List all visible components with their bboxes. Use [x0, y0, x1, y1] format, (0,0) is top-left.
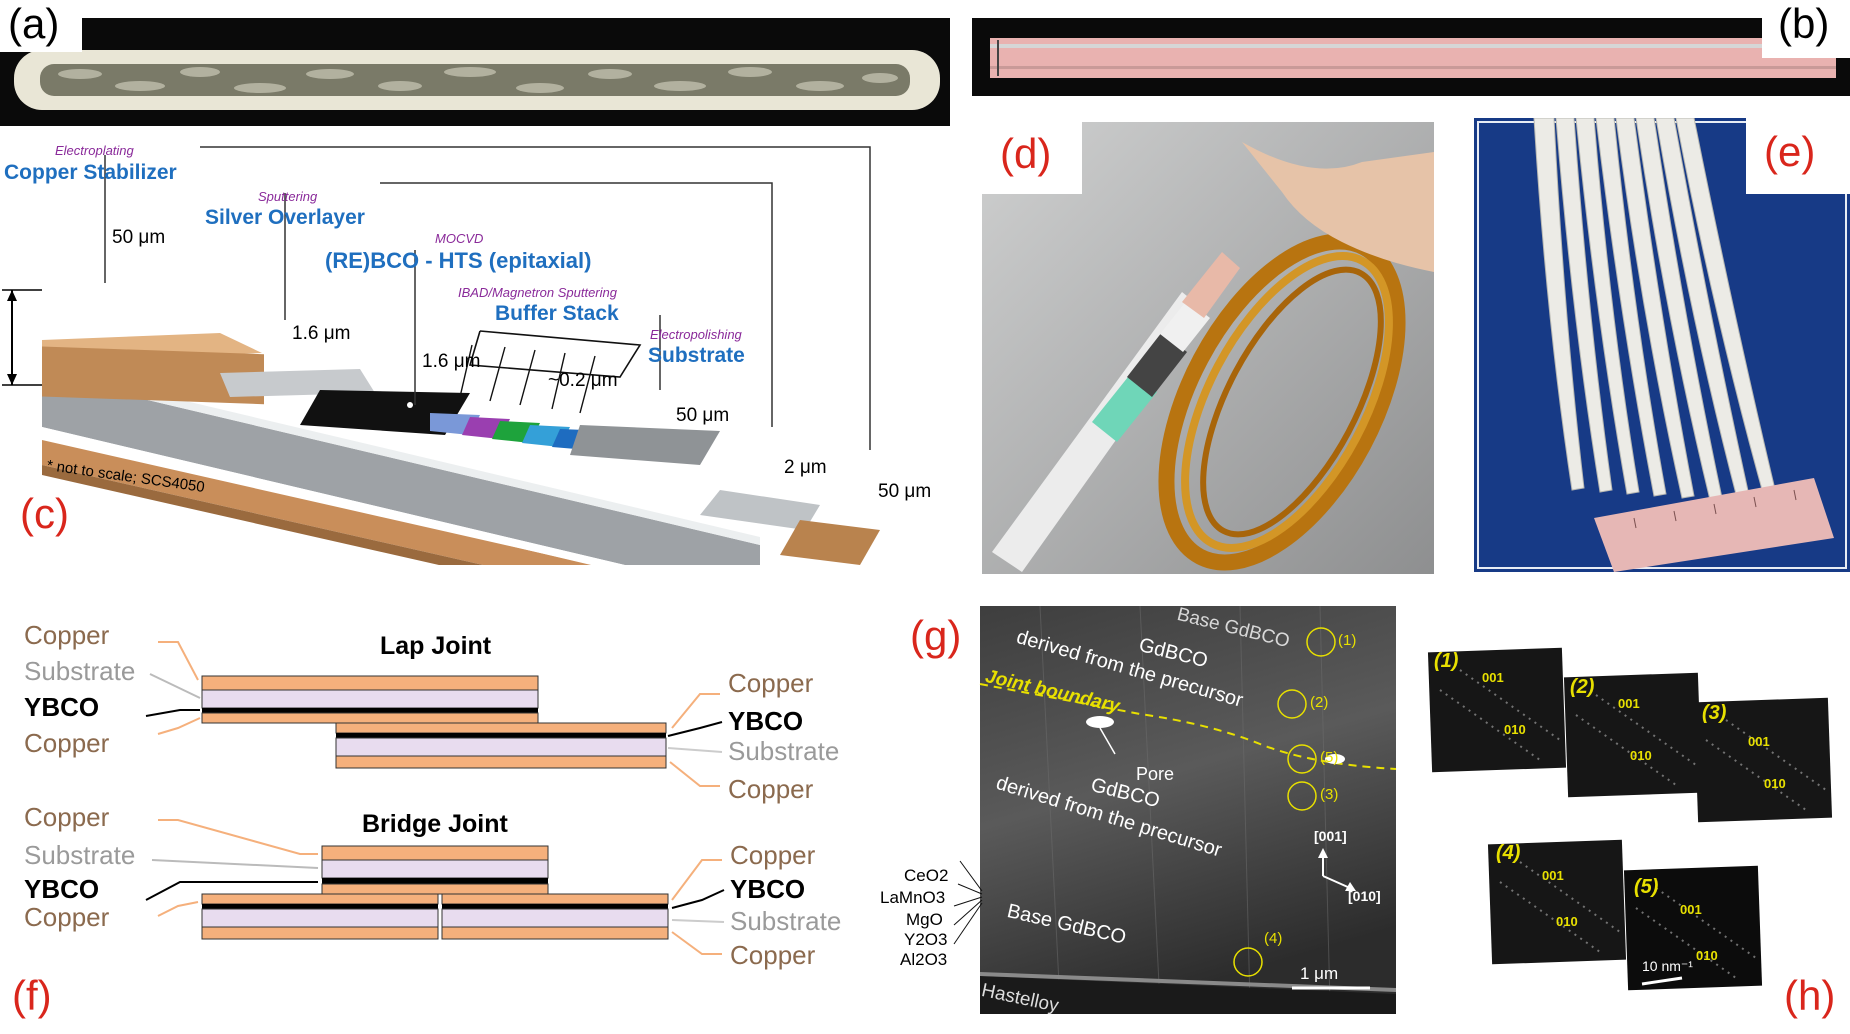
bridge-right-ybco: YBCO: [730, 874, 806, 904]
buffer-layer-ceo2: CeO2: [904, 866, 949, 885]
extra-thickness-silver-bottom: 2 μm: [784, 457, 827, 478]
bridge-right-copper-bottom: Copper: [730, 940, 816, 970]
lap-left-ybco: YBCO: [24, 692, 100, 722]
layer-method-rebco: MOCVD: [435, 231, 484, 246]
panel-label-c: (c): [20, 490, 69, 537]
layer-method-substrate: Electropolishing: [650, 327, 742, 342]
lap-joint-title: Lap Joint: [380, 632, 492, 660]
layer-thickness-substrate: 50 μm: [676, 405, 730, 426]
diffraction-scale-label: 10 nm⁻¹: [1642, 958, 1693, 974]
lap-left-copper-top: Copper: [24, 620, 110, 650]
layer-name-copper: Copper Stabilizer: [4, 161, 177, 184]
tem-image: [953, 605, 1397, 1014]
tem-point-1: (1): [1338, 632, 1357, 649]
pattern-3-b: 010: [1764, 776, 1786, 791]
panel-label-a: (a): [8, 0, 60, 47]
pattern-3-num: (3): [1702, 702, 1727, 724]
bridge-right-copper-top: Copper: [730, 840, 816, 870]
layer-thickness-buffer: ~0.2 μm: [548, 370, 618, 391]
panel-g: Base GdBCO GdBCO derived from the precur…: [880, 604, 1400, 1029]
panel-label-h: (h): [1784, 972, 1836, 1019]
layer-thickness-copper: 50 μm: [112, 227, 166, 248]
bridge-left-copper-top: Copper: [24, 802, 110, 832]
pattern-5-num: (5): [1634, 876, 1659, 898]
tem-axis-001: [001]: [1314, 828, 1347, 844]
slit-tapes-photo: [1474, 117, 1850, 572]
tem-point-3: (3): [1320, 786, 1339, 803]
lap-right-substrate: Substrate: [728, 736, 840, 766]
pattern-3-a: 001: [1748, 734, 1770, 749]
panel-f: Lap Joint Bridge Joint Copper Substrate …: [0, 610, 880, 1029]
tem-point-5: (5): [1320, 749, 1339, 766]
extra-thickness-copper-bottom: 50 μm: [878, 481, 932, 502]
panel-e: (e): [1474, 117, 1850, 572]
wire-cross-section-image: [0, 0, 950, 126]
pattern-5-b: 010: [1696, 948, 1718, 963]
bridge-right-substrate: Substrate: [730, 906, 842, 936]
joint-schematic: [145, 641, 725, 955]
pattern-4-num: (4): [1496, 842, 1521, 864]
layer-thickness-rebco: 1.6 μm: [422, 351, 481, 372]
panel-a: (a): [0, 0, 960, 128]
pattern-4-a: 001: [1542, 868, 1564, 883]
pattern-4-b: 010: [1556, 914, 1578, 929]
tem-pore: Pore: [1136, 764, 1175, 784]
buffer-layer-lamno3: LaMnO3: [880, 888, 946, 907]
pattern-1-a: 001: [1482, 670, 1504, 685]
layer-name-substrate: Substrate: [648, 344, 745, 367]
diffraction-patterns: [1427, 647, 1833, 991]
panel-label-g: (g): [910, 612, 962, 659]
panel-label-e: (e): [1764, 128, 1816, 175]
layer-method-copper: Electroplating: [55, 143, 134, 158]
tem-point-2: (2): [1310, 694, 1329, 711]
layer-name-buffer: Buffer Stack: [495, 302, 619, 325]
layer-name-rebco: (RE)BCO - HTS (epitaxial): [325, 248, 592, 273]
panel-label-b: (b): [1778, 0, 1830, 47]
tape-coil-photo: [982, 122, 1434, 574]
layer-thickness-silver: 1.6 μm: [292, 323, 351, 344]
panel-d: (d): [982, 122, 1434, 574]
bridge-joint-title: Bridge Joint: [362, 810, 508, 838]
bridge-left-copper-bottom: Copper: [24, 902, 110, 932]
coated-conductor-diagram: [2, 146, 880, 665]
layer-method-silver: Sputtering: [258, 189, 318, 204]
buffer-layer-y2o3: Y2O3: [904, 930, 948, 949]
pattern-1-b: 010: [1504, 722, 1526, 737]
panel-label-f: (f): [12, 972, 52, 1019]
pattern-2-b: 010: [1630, 748, 1652, 763]
lap-right-copper-bottom: Copper: [728, 774, 814, 804]
bridge-left-ybco: YBCO: [24, 874, 100, 904]
tem-scale-label: 1 μm: [1300, 964, 1339, 983]
lap-right-copper-top: Copper: [728, 668, 814, 698]
buffer-layer-mgo: MgO: [906, 910, 943, 929]
tem-point-4: (4): [1264, 930, 1283, 947]
panel-b: (b): [968, 0, 1850, 100]
bridge-left-substrate: Substrate: [24, 840, 136, 870]
pattern-2-a: 001: [1618, 696, 1640, 711]
layer-name-silver: Silver Overlayer: [205, 206, 365, 229]
pattern-2-num: (2): [1570, 676, 1595, 698]
lap-right-ybco: YBCO: [728, 706, 804, 736]
tem-axis-010: [010]: [1348, 888, 1381, 904]
panel-c: Electroplating Copper Stabilizer 50 μm S…: [0, 135, 960, 665]
pattern-5-a: 001: [1680, 902, 1702, 917]
panel-label-d: (d): [1000, 130, 1052, 177]
panel-h: (1) 001 010 (2) 001 010 (3) 001 010 (4) …: [1420, 630, 1850, 1029]
tape-cross-section-image: [972, 0, 1850, 96]
buffer-layer-al2o3: Al2O3: [900, 950, 948, 969]
pattern-1-num: (1): [1434, 650, 1459, 672]
lap-left-substrate: Substrate: [24, 656, 136, 686]
layer-method-buffer: IBAD/Magnetron Sputtering: [458, 285, 617, 300]
lap-left-copper-bottom: Copper: [24, 728, 110, 758]
